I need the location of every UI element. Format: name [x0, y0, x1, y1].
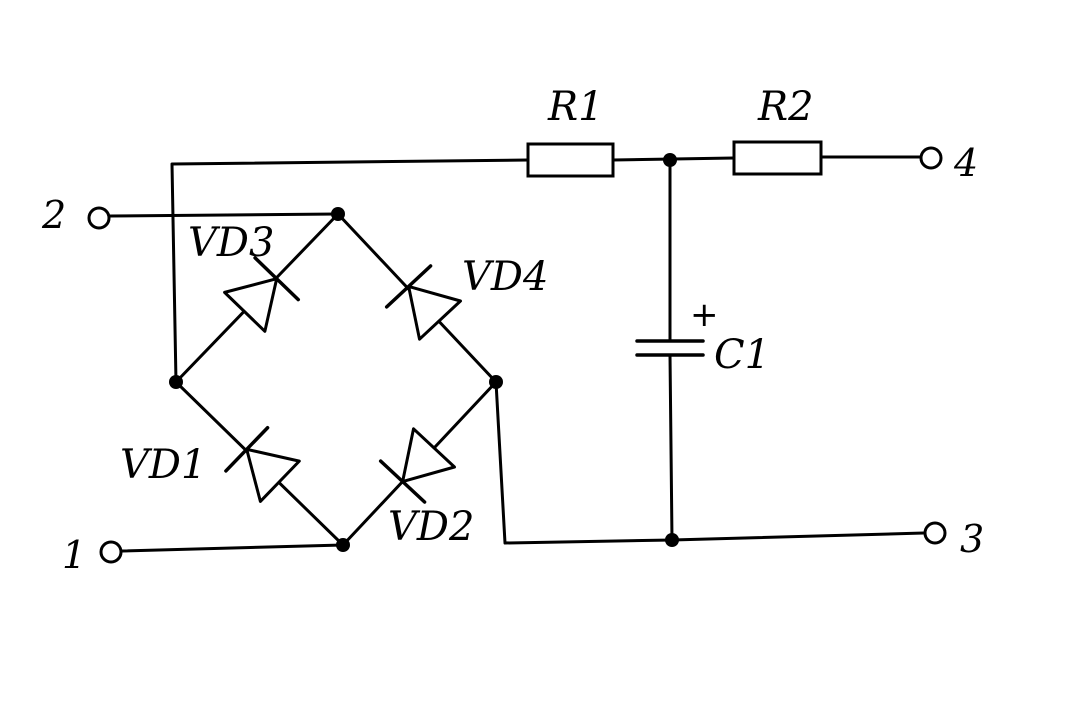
diode-vd2: [378, 427, 456, 504]
wire-t1-bottom: [120, 543, 345, 553]
node-left: [169, 375, 183, 389]
wires: [108, 155, 926, 553]
diode-vd1: [224, 425, 301, 503]
label-vd4: VD4: [462, 254, 548, 300]
label-vd2: VD2: [388, 504, 474, 550]
label-c1-plus: +: [690, 295, 719, 335]
node-bottom: [336, 538, 350, 552]
wire-t2-top: [108, 212, 340, 218]
diode-vd4: [384, 264, 462, 341]
label-c1: C1: [714, 332, 770, 378]
node-top: [331, 207, 345, 221]
node-rail: [665, 533, 679, 547]
wire-rail-t3: [670, 531, 926, 542]
label-terminal-4: 4: [953, 141, 978, 185]
label-terminal-3: 3: [960, 517, 984, 561]
label-r1: R1: [547, 84, 604, 130]
resistor-r1: [526, 142, 615, 178]
wire-c1-bottom: [668, 353, 674, 542]
wire-top-bus: [170, 158, 530, 384]
node-right: [489, 375, 503, 389]
terminal-4: [919, 146, 943, 170]
wire-right-node-rail: [494, 380, 674, 545]
label-r2: R2: [757, 84, 814, 130]
diode-vd3: [223, 256, 301, 333]
resistor-r2: [732, 140, 823, 176]
label-vd3: VD3: [188, 220, 274, 266]
label-terminal-2: 2: [41, 193, 66, 237]
terminal-2: [87, 206, 111, 230]
node-r1-r2: [663, 153, 677, 167]
junction-dots: [169, 153, 679, 552]
label-terminal-1: 1: [62, 533, 86, 577]
capacitor-c1: [635, 339, 705, 357]
label-vd1: VD1: [120, 442, 206, 488]
terminal-3: [923, 521, 947, 545]
terminal-1: [99, 540, 123, 564]
